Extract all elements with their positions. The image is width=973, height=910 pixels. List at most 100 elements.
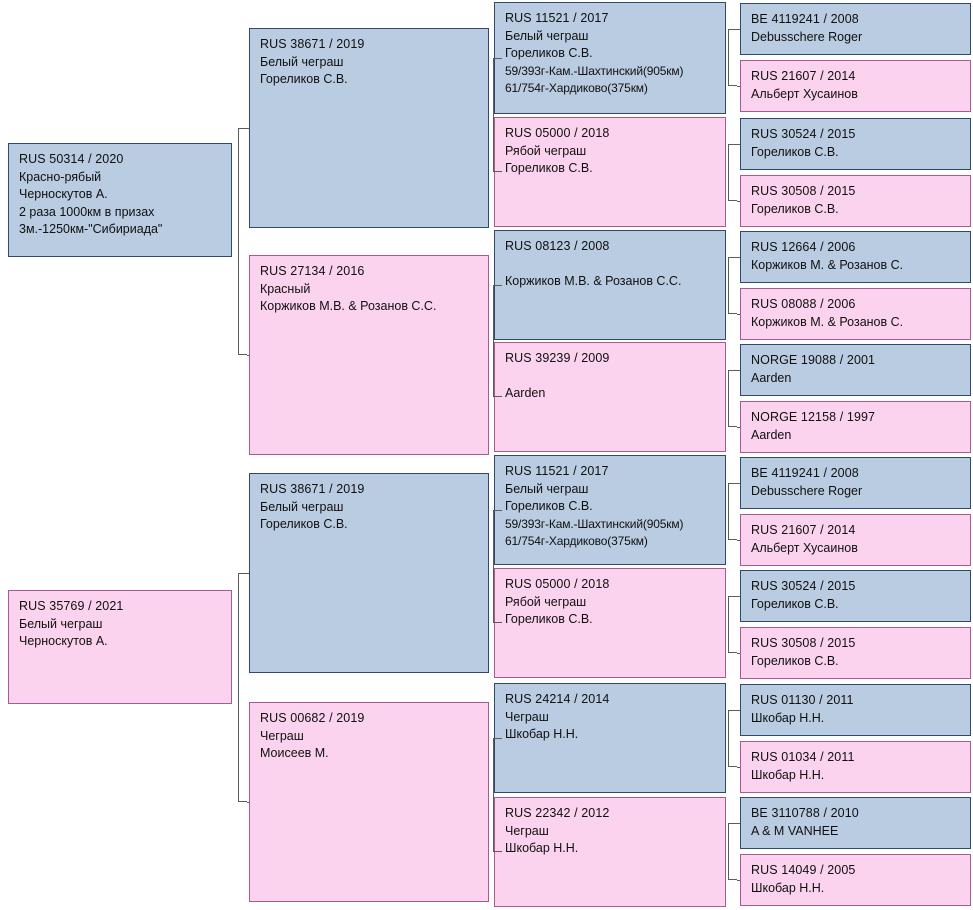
connector-gen3-gen4-tree-1-2 — [728, 257, 737, 314]
node-color: Гореликов С.В. — [751, 144, 839, 159]
connector-gen2-gen3-tree-2-0 — [493, 510, 502, 623]
node-color: Чеграш — [505, 823, 549, 838]
node-registration: RUS 11521 / 2017 — [505, 11, 609, 25]
node-color: Коржиков М. & Розанов С. — [751, 314, 904, 329]
node-registration: RUS 35769 / 2021 — [19, 599, 124, 613]
node-color: Шкобар Н.Н. — [751, 710, 825, 725]
node-race-result: 59/393г-Кам.-Шахтинский(905км) — [505, 63, 684, 78]
connector-stub — [737, 823, 740, 824]
node-registration: RUS 05000 / 2018 — [505, 126, 610, 140]
connector-stub — [737, 144, 740, 145]
connector-gen3-gen4-tree-2-2 — [728, 710, 737, 767]
node-owner: Гореликов С.В. — [505, 499, 593, 513]
node-registration: RUS 24214 / 2014 — [505, 692, 610, 706]
node-registration: RUS 21607 / 2014 — [751, 523, 856, 537]
node-owner: Гореликов С.В. — [505, 161, 593, 175]
node-color: A & M VANHEE — [751, 823, 839, 838]
node-n2-g4-g[interactable]: BE 3110788 / 2010 A & M VANHEE — [740, 797, 971, 849]
node-n1-g3-c[interactable]: RUS 08123 / 2008 Коржиков М.В. & Розанов… — [494, 230, 726, 340]
node-owner: Коржиков М.В. & Розанов С.С. — [260, 299, 437, 313]
connector-stub — [737, 653, 740, 654]
node-owner: 2 раза 1000км в призах — [19, 204, 155, 219]
connector-stub — [737, 314, 740, 315]
node-registration: RUS 30524 / 2015 — [751, 127, 856, 141]
node-owner: Гореликов С.В. — [505, 46, 593, 60]
node-registration: RUS 38671 / 2019 — [260, 482, 365, 496]
node-owner: Гореликов С.В. — [260, 517, 348, 531]
node-owner: Гореликов С.В. — [260, 72, 348, 86]
node-color: Рябой чеграш — [505, 143, 587, 158]
node-race-result: 61/754г-Хардиково(375км) — [505, 534, 648, 548]
node-registration: RUS 39239 / 2009 — [505, 351, 610, 365]
node-race-result: 59/393г-Кам.-Шахтинский(905км) — [505, 516, 684, 531]
node-color: Шкобар Н.Н. — [751, 767, 825, 782]
connector-root-gen2-tree-1 — [238, 128, 247, 355]
node-owner: Черноскутов А. — [19, 634, 108, 648]
node-registration: RUS 21607 / 2014 — [751, 69, 856, 83]
connector-stub — [247, 128, 249, 129]
node-blank-line — [505, 256, 716, 274]
connector-stub — [737, 483, 740, 484]
node-color: Aarden — [751, 370, 792, 385]
node-owner: 3м.-1250км-"Сибириада" — [19, 222, 163, 236]
connector-gen3-gen4-tree-2-1 — [728, 596, 737, 653]
node-owner: Шкобар Н.Н. — [505, 841, 579, 855]
node-n1-g3-d[interactable]: RUS 39239 / 2009 Aarden — [494, 342, 726, 452]
connector-stub — [737, 427, 740, 428]
node-blank-line — [505, 368, 716, 386]
node-registration: RUS 30508 / 2015 — [751, 184, 856, 198]
node-registration: RUS 27134 / 2016 — [260, 264, 365, 278]
node-owner: Моисеев М. — [260, 746, 329, 760]
connector-gen3-gen4-tree-1-0 — [728, 29, 737, 86]
connector-stub — [247, 802, 249, 803]
node-color: Aarden — [751, 427, 792, 442]
node-registration: RUS 30508 / 2015 — [751, 636, 856, 650]
node-color: Красный — [260, 281, 311, 296]
node-color: Белый чеграш — [505, 481, 589, 496]
connector-gen3-gen4-tree-1-1 — [728, 144, 737, 201]
connector-gen2-gen3-tree-2-1 — [493, 738, 502, 852]
node-color: Белый чеграш — [260, 499, 344, 514]
connector-stub — [737, 201, 740, 202]
node-color: Рябой чеграш — [505, 594, 587, 609]
node-color: Debusschere Roger — [751, 483, 863, 498]
node-registration: BE 3110788 / 2010 — [751, 806, 859, 820]
node-owner: Коржиков М.В. & Розанов С.С. — [505, 274, 682, 288]
connector-stub — [247, 573, 249, 574]
connector-stub — [737, 29, 740, 30]
node-color: Debusschere Roger — [751, 29, 863, 44]
node-color: Альберт Хусаинов — [751, 86, 858, 101]
node-color: Белый чеграш — [260, 54, 344, 69]
node-registration: NORGE 12158 / 1997 — [751, 410, 876, 424]
node-registration: RUS 08088 / 2006 — [751, 297, 856, 311]
node-registration: BE 4119241 / 2008 — [751, 12, 859, 26]
